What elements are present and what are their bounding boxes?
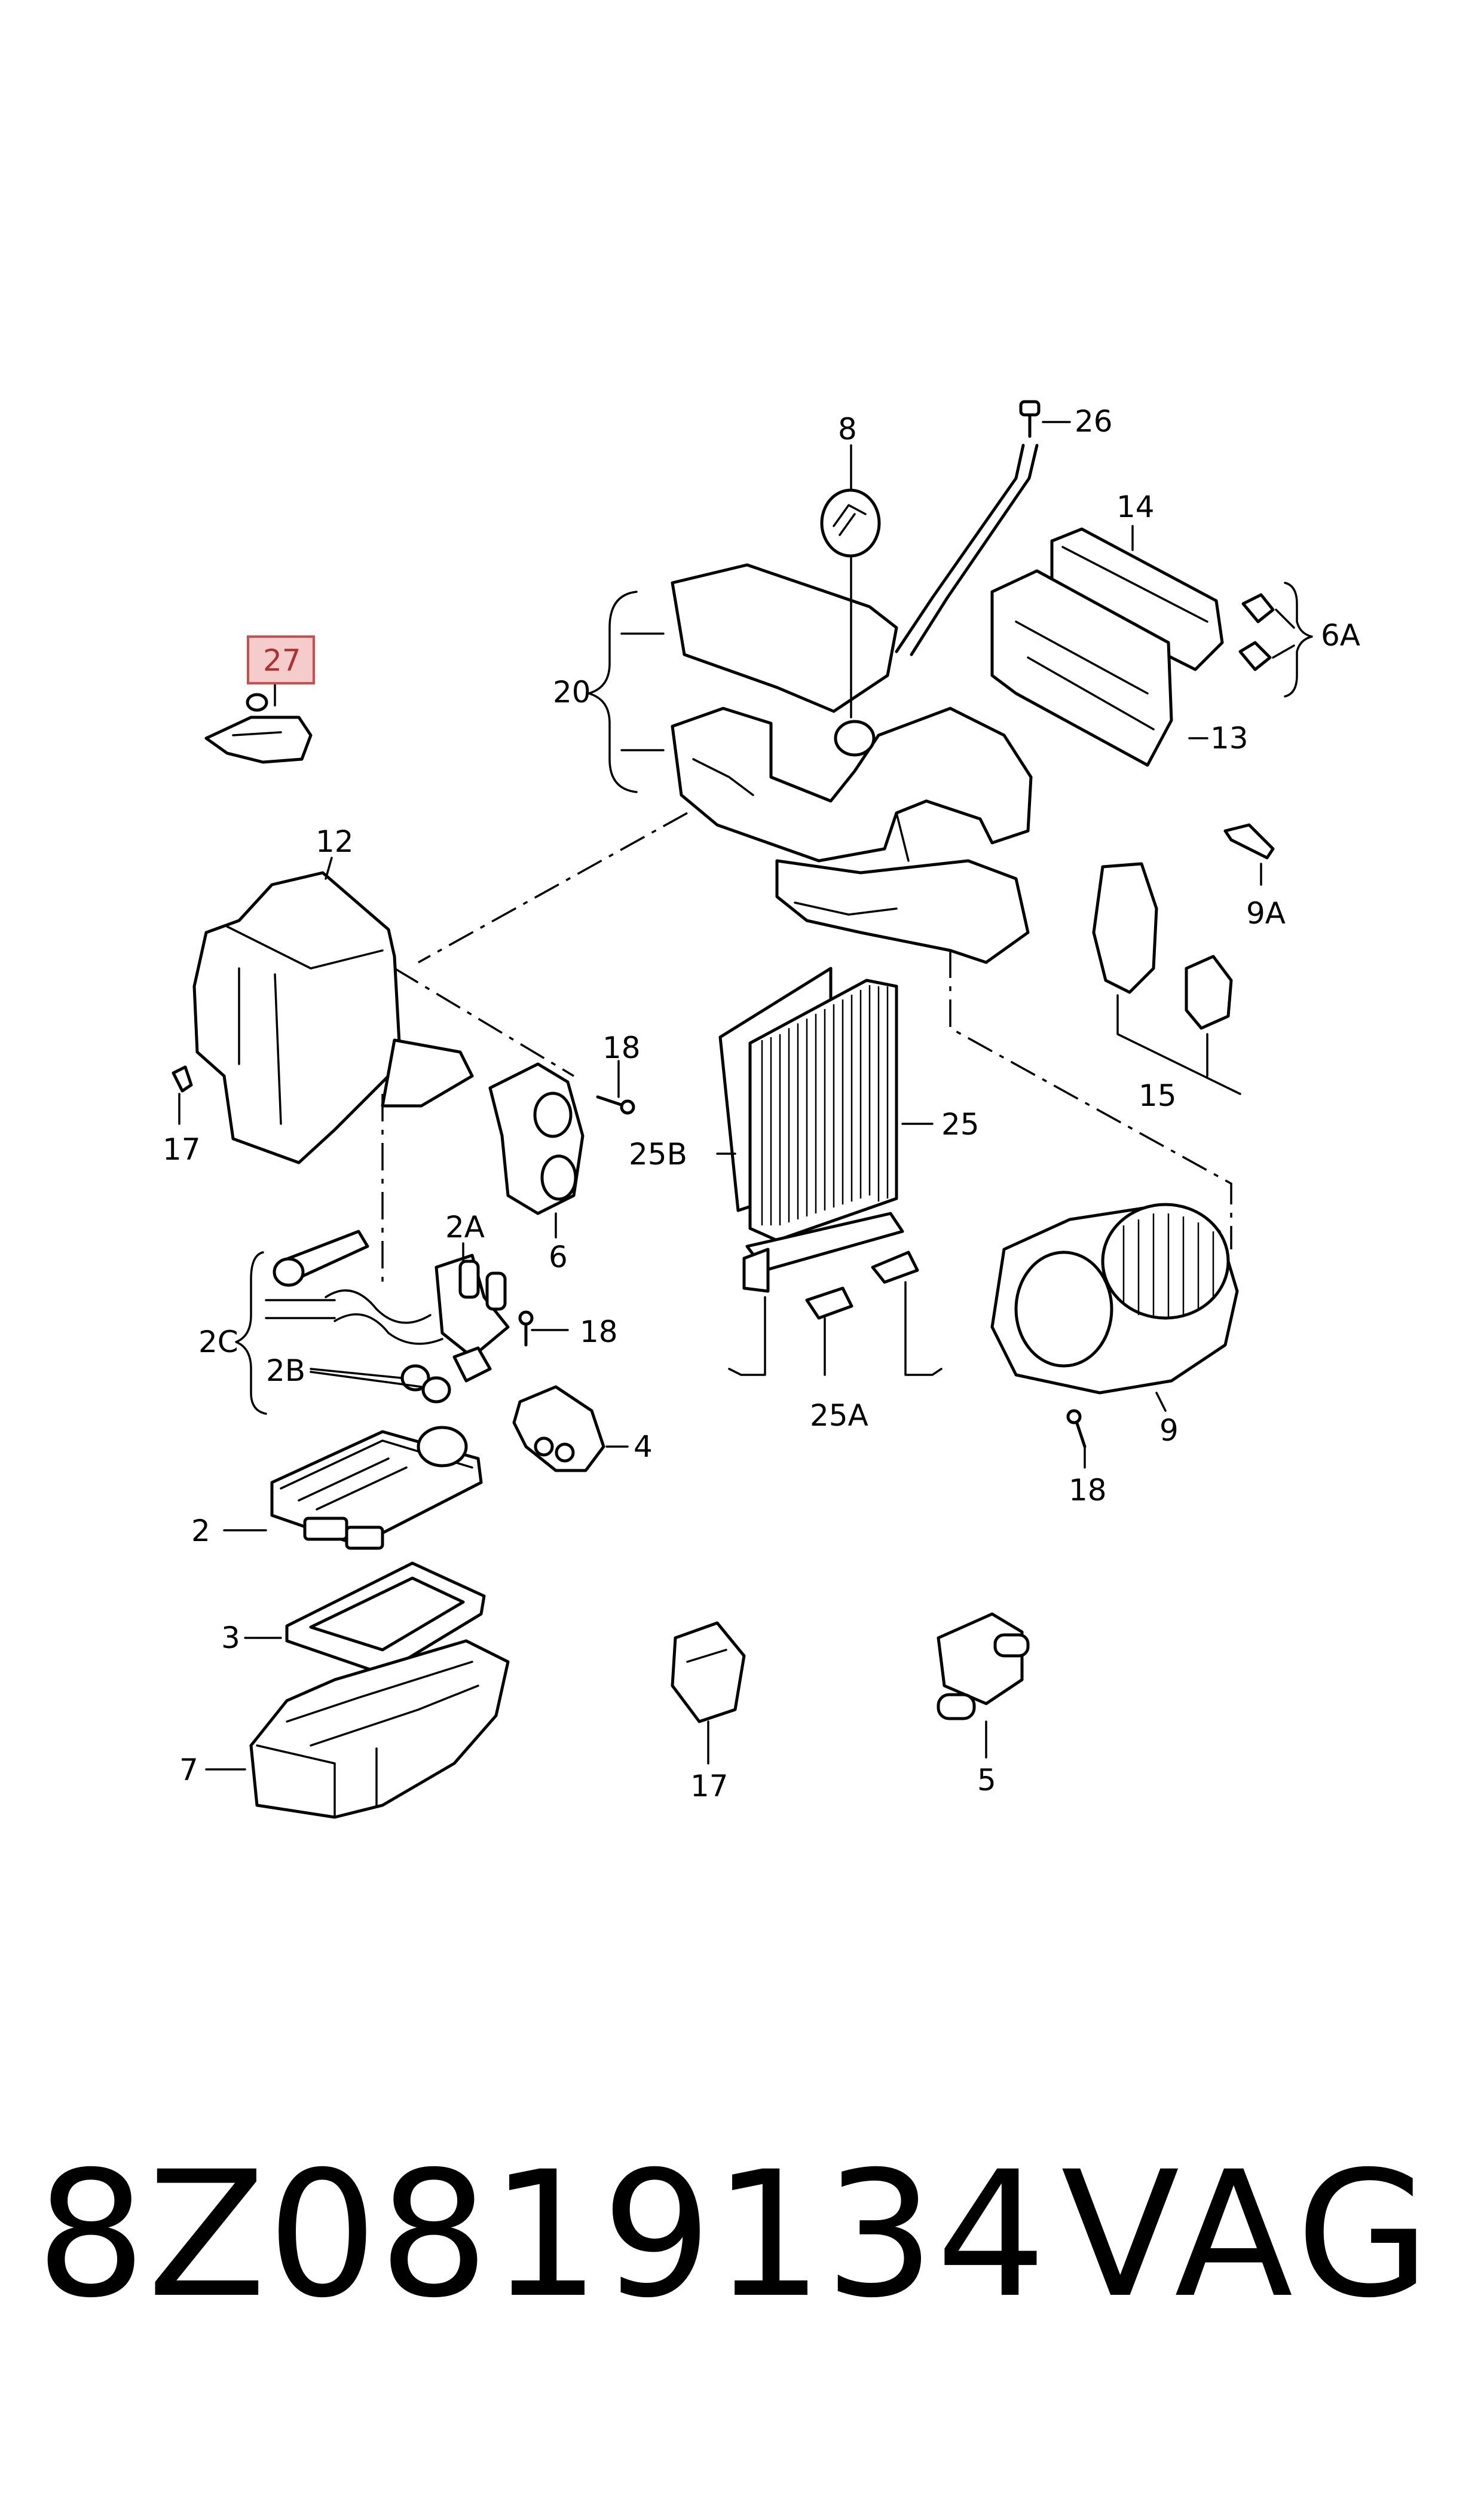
callout-25B[interactable]: 25B [629, 1137, 687, 1172]
callout-27[interactable]: 27 [263, 643, 301, 678]
actuator-6 [488, 1062, 585, 1215]
heater-core-2 [270, 1426, 483, 1550]
clips-6A [1238, 593, 1275, 671]
callout-9[interactable]: 9 [1159, 1413, 1179, 1448]
clip-17-b [671, 1621, 746, 1723]
seal-8 [820, 488, 881, 558]
callout-2[interactable]: 2 [191, 1514, 210, 1548]
heater-box-12 [192, 871, 474, 1164]
callout-9A[interactable]: 9A [1246, 896, 1286, 931]
callout-20[interactable]: 20 [553, 675, 591, 710]
brackets-25A [742, 1212, 919, 1320]
blower-9 [990, 1203, 1239, 1395]
upper-housing-20 [671, 563, 1033, 964]
callout-labels: 8 26 14 6A 20 13 12 9A 15 18 17 25B 25 6… [163, 404, 1360, 1803]
filter-25 [748, 979, 898, 1242]
callout-15[interactable]: 15 [1139, 1078, 1177, 1113]
callout-8[interactable]: 8 [838, 412, 857, 447]
callout-6A[interactable]: 6A [1321, 618, 1360, 653]
callout-12[interactable]: 12 [316, 824, 354, 859]
callout-18-c[interactable]: 18 [1069, 1473, 1107, 1508]
duct-13 [990, 569, 1173, 767]
callout-18-b[interactable]: 18 [580, 1314, 618, 1349]
callout-3[interactable]: 3 [221, 1621, 240, 1655]
clip-9A [1223, 823, 1275, 860]
tube-2C [273, 1230, 443, 1345]
callout-17-a[interactable]: 17 [163, 1132, 201, 1167]
callout-4[interactable]: 4 [634, 1429, 653, 1464]
callout-14[interactable]: 14 [1116, 490, 1155, 524]
callout-2C[interactable]: 2C [198, 1325, 238, 1359]
valve-5 [937, 1612, 1030, 1720]
callout-6[interactable]: 6 [549, 1240, 568, 1274]
part-number: 8Z0819134 [36, 2135, 1048, 2336]
gasket-4 [512, 1385, 605, 1472]
screw-26 [895, 400, 1041, 656]
callout-18-a[interactable]: 18 [602, 1031, 641, 1065]
callout-25A[interactable]: 25A [810, 1398, 868, 1433]
clip-17-a [172, 1065, 193, 1093]
leader-lines [178, 421, 1313, 1771]
highlight-box-27 [247, 635, 315, 684]
frame-3 [285, 1561, 486, 1676]
bracket-27 [204, 693, 313, 764]
screw-18-a [596, 1095, 635, 1115]
brand-name: VAG [1061, 2135, 1436, 2336]
pipes-2A [435, 1254, 510, 1383]
screw-18-c [1066, 1409, 1087, 1448]
callout-25[interactable]: 25 [941, 1107, 980, 1142]
footer: 8Z0819134 VAG [0, 2146, 1484, 2325]
orings-2B [400, 1364, 451, 1404]
callout-2B[interactable]: 2B [266, 1353, 305, 1388]
callout-13[interactable]: 13 [1210, 721, 1249, 756]
callout-2A[interactable]: 2A [445, 1210, 485, 1245]
callout-17-b[interactable]: 17 [690, 1769, 729, 1803]
screw-18-b [518, 1310, 534, 1347]
flap-unit-15 [1092, 862, 1233, 1030]
lower-housing-7 [249, 1639, 510, 1819]
callout-7[interactable]: 7 [179, 1753, 198, 1787]
callout-26[interactable]: 26 [1075, 404, 1113, 439]
callout-5[interactable]: 5 [977, 1763, 996, 1797]
